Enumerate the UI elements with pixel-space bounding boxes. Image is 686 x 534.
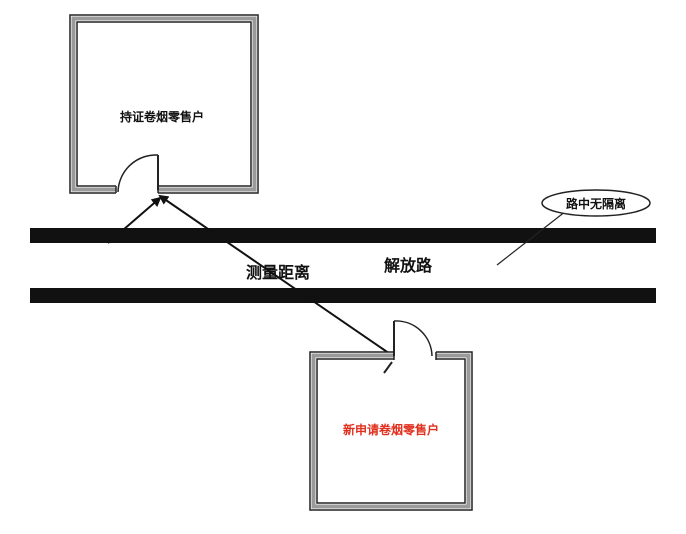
road-name-label: 解放路 (384, 256, 433, 275)
no-divider-callout: 路中无隔离 (496, 189, 651, 266)
licensed-door (115, 154, 159, 193)
no-divider-label: 路中无隔离 (566, 196, 626, 211)
licensed-retailer-label: 持证卷烟零售户 (120, 109, 204, 124)
road-upper-edge (30, 228, 656, 243)
measure-arrow-short (107, 196, 162, 244)
applicant-door (383, 320, 437, 374)
applicant-building: 新申请卷烟零售户 (309, 320, 473, 511)
road-lower-edge (30, 288, 656, 303)
applicant-label: 新申请卷烟零售户 (343, 422, 439, 437)
measurement-label: 测量距离 (246, 263, 310, 282)
licensed-retailer-building: 持证卷烟零售户 (69, 14, 259, 196)
measure-arrow-long (158, 194, 394, 357)
measurement-path: 测量距离 (107, 194, 394, 357)
road: 解放路 (30, 228, 656, 303)
